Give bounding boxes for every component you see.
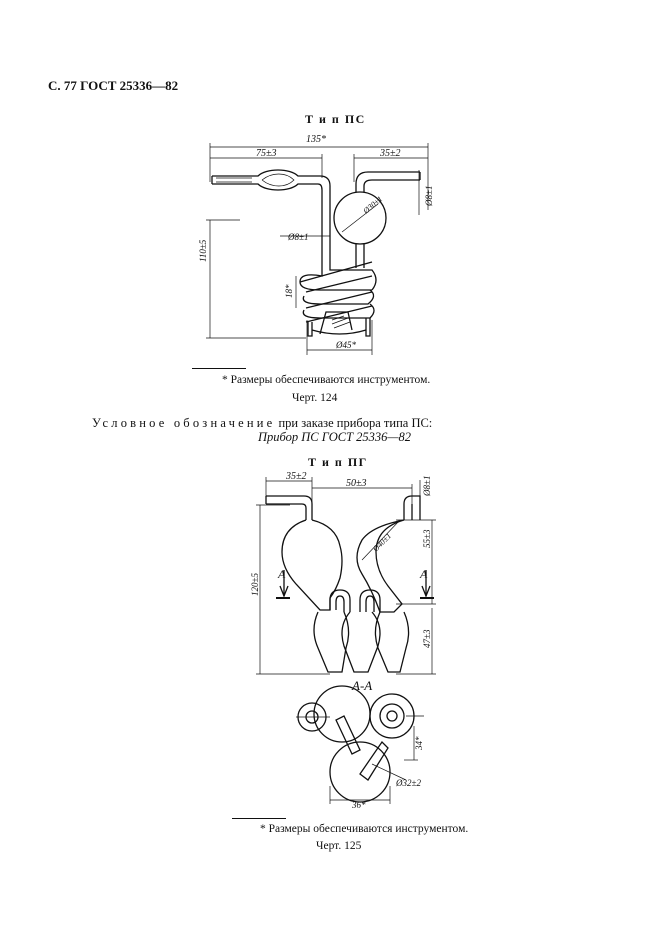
fig124-coil xyxy=(299,236,377,337)
fig124-dimension-lines xyxy=(206,143,429,355)
fig125-caption: Черт. 125 xyxy=(316,840,362,852)
fig124-dim-tube-diam-right: Ø8±1 xyxy=(424,186,434,207)
product-designation: Прибор ПС ГОСТ 25336—82 xyxy=(258,430,412,444)
fig125-left-bulb xyxy=(281,519,343,611)
figure-125-title: Т и п ПГ xyxy=(308,455,368,469)
fig125-dim-center-spacing: 50±3 xyxy=(346,478,367,489)
fig125-lower-cones xyxy=(313,611,410,673)
fig124-dim-right-width: 35±2 xyxy=(379,148,401,159)
fig125-right-bulb xyxy=(356,519,405,613)
fig124-dim-height: 110±5 xyxy=(198,239,208,262)
designation-rest: при заказе прибора типа ПС: xyxy=(275,416,433,430)
fig124-dim-overall-width: 135* xyxy=(306,134,326,145)
fig125-dim-section-height: 34* xyxy=(414,736,424,751)
fig124-dim-coil-pitch: 18* xyxy=(284,284,294,298)
fig125-dim-left-offset: 35±2 xyxy=(285,471,307,482)
fig125-footnote: * Размеры обеспечиваются инструментом. xyxy=(260,823,469,835)
fig125-footnote-rule xyxy=(232,818,286,819)
fig125-top-tubes xyxy=(265,495,421,520)
page-header: С. 77 ГОСТ 25336—82 xyxy=(48,78,179,93)
fig125-u-bends xyxy=(329,589,381,612)
fig124-footnote-rule xyxy=(192,368,246,369)
figure-124-drawing: 135* 75±3 35±2 Ø30±1 Ø8±1 Ø8±1 110±5 18*… xyxy=(198,134,434,355)
fig125-dim-section-width: 36* xyxy=(351,800,366,810)
fig125-section-arrows xyxy=(279,570,431,598)
fig125-dim-bulb-height: 55±3 xyxy=(422,529,432,548)
fig124-coil-hatching xyxy=(331,315,351,329)
fig124-dim-left-width: 75±3 xyxy=(256,148,277,159)
designation-line: Условное обозначение при заказе прибора … xyxy=(92,416,432,431)
fig124-caption: Черт. 124 xyxy=(292,392,338,404)
figure-124-title: Т и п ПС xyxy=(305,112,366,126)
fig124-central-bulb xyxy=(333,171,421,268)
fig125-section-dimension-lines xyxy=(296,715,424,804)
fig125-dim-bulb-diam: Ø40±1 xyxy=(370,531,393,554)
designation-label: Условное обозначение xyxy=(92,416,276,430)
fig125-dim-lower-height: 47±3 xyxy=(422,629,432,648)
fig124-dim-tube-diam-left: Ø8±1 xyxy=(287,232,308,242)
fig125-section-view xyxy=(297,685,415,803)
fig125-dim-section-bulb-diam: Ø32±2 xyxy=(395,778,421,788)
fig124-footnote: * Размеры обеспечиваются инструментом. xyxy=(222,374,431,386)
fig125-section-label-left: A xyxy=(277,567,286,581)
fig125-section-title: A-A xyxy=(351,678,372,693)
fig125-dim-tube-diam: Ø8±1 xyxy=(422,476,432,497)
fig125-dim-total-height: 120±5 xyxy=(250,573,260,596)
fig125-section-label-right: A xyxy=(419,567,428,581)
fig124-inlet-tube xyxy=(211,169,331,236)
fig124-dim-coil-diam: Ø45* xyxy=(335,340,356,350)
